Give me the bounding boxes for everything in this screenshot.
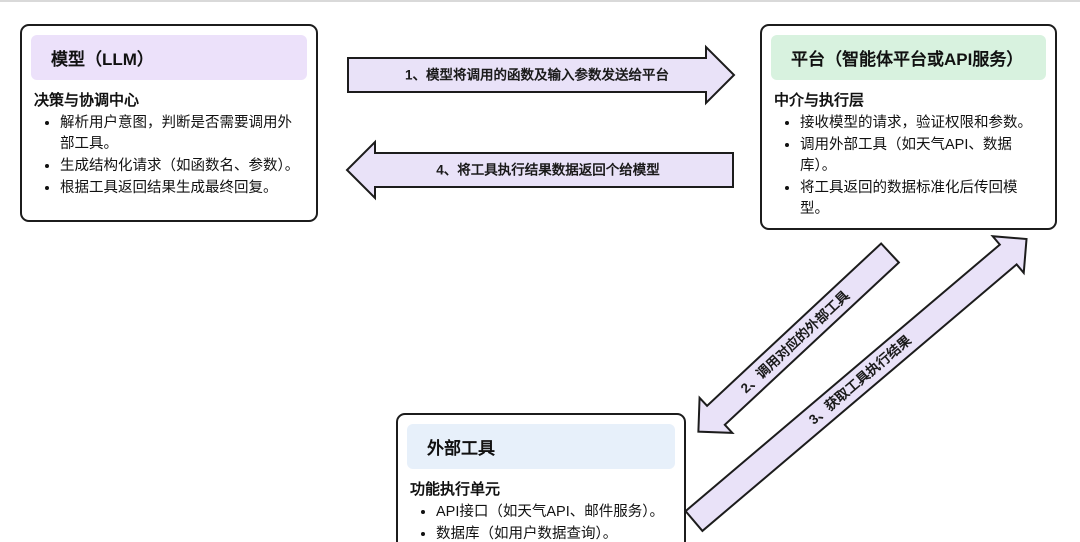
platform-box-header: 平台（智能体平台或API服务） <box>771 35 1046 80</box>
list-item: 根据工具返回结果生成最终回复。 <box>60 178 304 199</box>
platform-box-subtitle: 中介与执行层 <box>774 92 865 109</box>
arrow-platform-to-model <box>345 139 734 201</box>
model-box-subtitle: 决策与协调中心 <box>34 92 140 109</box>
list-item: 数据库（如用户数据查询）。 <box>436 524 672 542</box>
tools-box-body: 功能执行单元 API接口（如天气API、邮件服务）。 数据库（如用户数据查询）。 <box>398 473 684 542</box>
tools-bullet-list: API接口（如天气API、邮件服务）。 数据库（如用户数据查询）。 <box>410 502 672 542</box>
list-item: 解析用户意图，判断是否需要调用外部工具。 <box>60 113 304 155</box>
arrow-3-label: 3、获取工具执行结果 <box>805 331 914 427</box>
list-item: 接收模型的请求，验证权限和参数。 <box>800 113 1043 134</box>
model-box-body: 决策与协调中心 解析用户意图，判断是否需要调用外部工具。 生成结构化请求（如函数… <box>22 84 316 208</box>
platform-box-body: 中介与执行层 接收模型的请求，验证权限和参数。 调用外部工具（如天气API、数据… <box>762 84 1055 229</box>
arrow-model-to-platform <box>347 44 736 106</box>
model-bullet-list: 解析用户意图，判断是否需要调用外部工具。 生成结构化请求（如函数名、参数）。 根… <box>34 113 304 199</box>
tools-box-title: 外部工具 <box>427 439 495 458</box>
arrow-tools-to-platform <box>684 235 1028 533</box>
top-border-line <box>0 0 1080 2</box>
tools-box-subtitle: 功能执行单元 <box>410 481 501 498</box>
arrow-2-label: 2、调用对应的外部工具 <box>737 287 853 396</box>
model-box: 模型（LLM） 决策与协调中心 解析用户意图，判断是否需要调用外部工具。 生成结… <box>20 24 318 222</box>
model-box-title: 模型（LLM） <box>51 50 154 69</box>
list-item: API接口（如天气API、邮件服务）。 <box>436 502 672 523</box>
tools-box-header: 外部工具 <box>407 424 675 469</box>
platform-box-title: 平台（智能体平台或API服务） <box>791 50 1024 69</box>
list-item: 将工具返回的数据标准化后传回模型。 <box>800 178 1043 220</box>
model-box-header: 模型（LLM） <box>31 35 307 80</box>
arrow-platform-to-tools <box>697 242 901 434</box>
list-item: 生成结构化请求（如函数名、参数）。 <box>60 156 304 177</box>
platform-box: 平台（智能体平台或API服务） 中介与执行层 接收模型的请求，验证权限和参数。 … <box>760 24 1057 230</box>
arrow-4-label: 4、将工具执行结果数据返回个给模型 <box>436 162 660 178</box>
platform-bullet-list: 接收模型的请求，验证权限和参数。 调用外部工具（如天气API、数据库）。 将工具… <box>774 113 1043 220</box>
tools-box: 外部工具 功能执行单元 API接口（如天气API、邮件服务）。 数据库（如用户数… <box>396 413 686 542</box>
list-item: 调用外部工具（如天气API、数据库）。 <box>800 135 1043 177</box>
arrow-1-label: 1、模型将调用的函数及输入参数发送给平台 <box>405 67 669 83</box>
